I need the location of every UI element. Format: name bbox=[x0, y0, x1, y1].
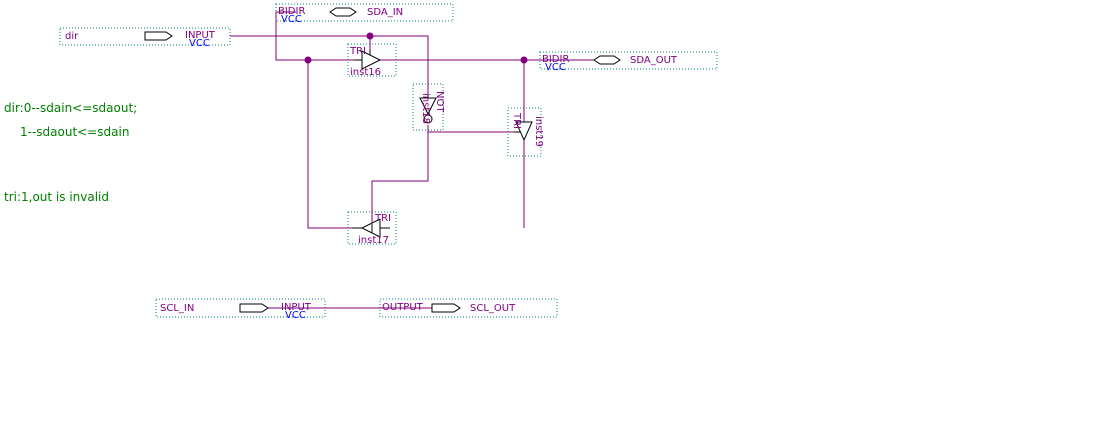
junction-dir bbox=[366, 32, 374, 40]
sda-out-pin-box bbox=[539, 51, 718, 70]
dir-pin-power: VCC bbox=[189, 38, 210, 49]
sda-in-bidir-pin-symbol bbox=[329, 7, 357, 17]
dir-pin-name: dir bbox=[65, 31, 79, 42]
sda-out-bidir-pin-symbol bbox=[593, 55, 621, 65]
inst18-not-bubble bbox=[423, 114, 433, 124]
gate-symbols bbox=[352, 50, 533, 238]
junctions bbox=[304, 32, 528, 64]
wires bbox=[230, 11, 594, 309]
inst18-kind: NOT bbox=[434, 91, 445, 113]
sda-out-pin-power: VCC bbox=[545, 62, 566, 73]
sda-in-pin-box bbox=[275, 3, 454, 22]
sda-in-pin-power: VCC bbox=[281, 14, 302, 25]
wire-sda-in bbox=[275, 11, 354, 61]
scl-in-pin-name: SCL_IN bbox=[160, 303, 194, 314]
scl-out-pin-name: SCL_OUT bbox=[470, 303, 516, 314]
sda-out-pin-name: SDA_OUT bbox=[630, 55, 678, 66]
comment-line-2: 1--sdaout<=sdain bbox=[20, 125, 129, 139]
dir-pin-type: INPUT bbox=[185, 30, 216, 41]
scl-out-output-pin-symbol bbox=[431, 303, 461, 313]
scl-in-pin-power: VCC bbox=[285, 310, 306, 321]
inst17-kind: TRI bbox=[374, 213, 391, 224]
component-boxes bbox=[59, 3, 718, 318]
inst19-label: inst19 bbox=[533, 116, 544, 147]
junction-sda-out bbox=[520, 56, 528, 64]
scl-in-pin-type: INPUT bbox=[281, 302, 312, 313]
comment-line-1: dir:0--sdain<=sdaout; bbox=[4, 101, 137, 115]
dir-input-pin-symbol bbox=[144, 31, 173, 41]
sda-out-pin-type: BIDIR bbox=[542, 54, 569, 65]
sda-in-pin-name: SDA_IN bbox=[367, 7, 403, 18]
comment-line-3: tri:1,out is invalid bbox=[4, 190, 109, 204]
inst19-tri-buffer bbox=[515, 121, 533, 142]
inst19-kind: TRI bbox=[511, 112, 522, 129]
junction-sda-in bbox=[304, 56, 312, 64]
inst16-label: inst16 bbox=[350, 67, 381, 78]
inst16-kind: TRI bbox=[349, 46, 366, 57]
wire-inst17-out-to-sda-in bbox=[307, 60, 352, 229]
dir-pin-box bbox=[59, 27, 231, 46]
pin-symbols bbox=[144, 7, 621, 313]
scl-in-input-pin-symbol bbox=[239, 303, 269, 313]
wire-not-out bbox=[371, 125, 429, 224]
inst18-label: inst18 bbox=[420, 93, 431, 124]
inst17-label: inst17 bbox=[358, 235, 389, 246]
wire-dir bbox=[230, 35, 429, 94]
scl-out-pin-type: OUTPUT bbox=[382, 302, 424, 313]
sda-in-pin-type: BIDIR bbox=[278, 6, 305, 17]
